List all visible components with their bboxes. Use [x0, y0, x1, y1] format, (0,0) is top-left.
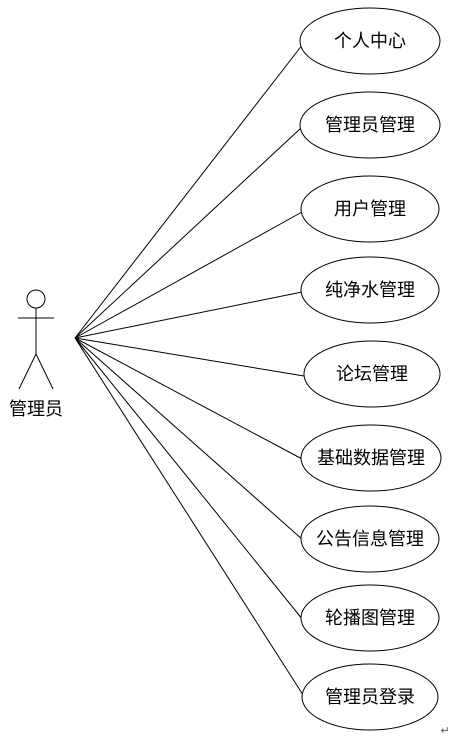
actor-left-leg	[18, 353, 37, 390]
association-line	[74, 337, 305, 461]
use-case-ellipse	[300, 424, 442, 492]
use-case-ellipse	[300, 256, 440, 324]
use-case-ellipse	[299, 91, 441, 159]
use-case-label-personal-center: 个人中心	[334, 31, 406, 52]
use-case-label-carousel-management: 轮播图管理	[325, 608, 415, 629]
paragraph-mark: ↵	[440, 724, 449, 737]
actor	[18, 289, 54, 390]
association-line	[74, 43, 304, 339]
use-case-ellipse	[299, 7, 441, 75]
use-case-label-forum-management: 论坛管理	[336, 364, 408, 385]
use-case-ellipse	[303, 340, 441, 408]
association-line	[74, 211, 303, 339]
use-case-label-notice-management: 公告信息管理	[316, 529, 424, 550]
use-case-label-pure-water-management: 纯净水管理	[325, 280, 415, 301]
use-case-ellipses	[299, 7, 442, 731]
use-case-label-admin-management: 管理员管理	[325, 115, 415, 136]
actor-right-leg	[35, 353, 54, 390]
use-case-ellipse	[300, 505, 440, 573]
actor-label: 管理员	[9, 399, 63, 420]
use-case-label-admin-login: 管理员登录	[325, 687, 415, 708]
use-case-ellipse	[301, 663, 439, 731]
association-line	[74, 337, 306, 699]
association-line	[74, 127, 302, 339]
associations	[74, 43, 306, 699]
use-case-label-basic-data-management: 基础数据管理	[317, 448, 425, 469]
association-line	[74, 337, 304, 541]
association-line	[74, 337, 304, 621]
use-case-labels: 个人中心 管理员管理 用户管理 纯净水管理 论坛管理 基础数据管理 公告信息管理…	[316, 31, 425, 708]
association-line	[74, 337, 305, 377]
association-line	[74, 291, 303, 339]
actor-head	[26, 289, 46, 309]
use-case-ellipse	[300, 584, 440, 652]
use-case-label-user-management: 用户管理	[334, 199, 406, 220]
use-case-ellipse	[300, 175, 440, 243]
